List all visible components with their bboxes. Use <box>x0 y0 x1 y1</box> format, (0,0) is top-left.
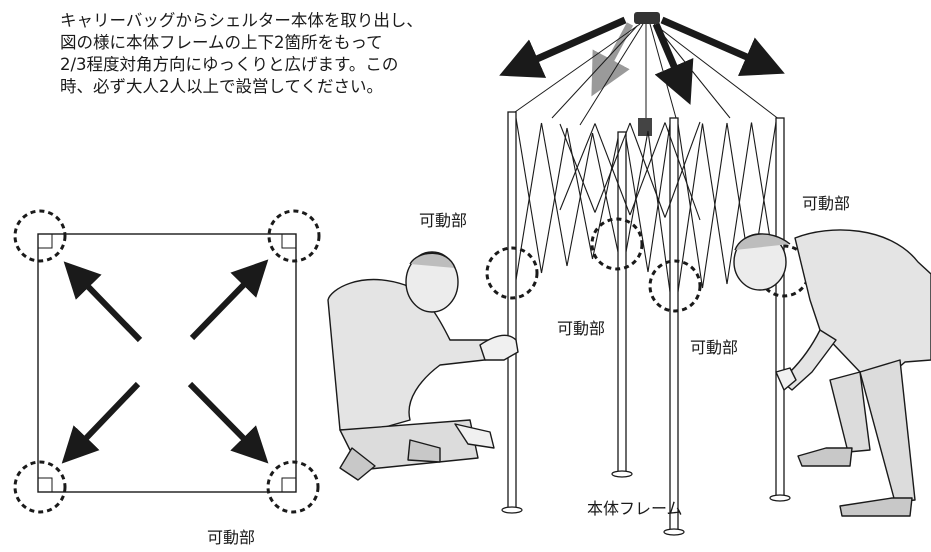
lattice-strut <box>677 123 704 293</box>
arrow-icon <box>189 259 269 341</box>
frame-outline <box>37 233 297 493</box>
lattice-strut <box>540 127 568 274</box>
arrow-icon <box>660 16 785 77</box>
arrow-icon <box>499 16 627 78</box>
movable-joint-circle <box>590 217 644 271</box>
movable-part-label-right: 可動部 <box>802 194 851 213</box>
lattice-strut <box>629 122 666 216</box>
top-view-diagram <box>13 209 321 514</box>
lattice-strut <box>726 122 753 285</box>
lattice-strut <box>559 123 596 213</box>
person-right-figure <box>733 229 931 517</box>
center-bracket <box>638 118 652 136</box>
lattice-strut <box>559 123 596 211</box>
instruction-line-2: 図の様に本体フレームの上下2箇所をもって <box>60 33 383 52</box>
instruction-line-4: 時、必ず大人2人以上で設営してください。 <box>60 77 384 96</box>
frame-label: 本体フレーム <box>587 499 683 518</box>
person-left-figure <box>327 251 519 481</box>
lattice-strut <box>515 122 543 281</box>
movable-part-label-bottom: 可動部 <box>207 528 256 547</box>
movable-part-label-left: 可動部 <box>419 211 468 230</box>
instruction-line-3: 2/3程度対角方向にゆっくりと広げます。この <box>60 55 399 74</box>
lattice-strut <box>647 123 671 273</box>
lattice-strut <box>625 130 649 253</box>
movable-joint-circle <box>267 209 321 263</box>
lattice-strut <box>664 121 701 218</box>
movable-part-label-center-left: 可動部 <box>557 319 606 338</box>
arrow-icon <box>61 381 141 464</box>
corner-marks <box>38 234 296 492</box>
lattice-strut <box>625 137 649 273</box>
arrow-icon <box>187 381 269 464</box>
lattice-strut <box>701 122 728 289</box>
lattice-strut <box>594 122 631 213</box>
lattice-strut <box>515 117 543 274</box>
movable-part-label-center-right: 可動部 <box>690 338 739 357</box>
arrow-icon <box>652 22 694 105</box>
lattice-strut <box>566 127 594 260</box>
arrow-icon <box>63 261 143 343</box>
lattice-strut <box>591 132 619 253</box>
apex-hub <box>634 12 660 24</box>
lattice-strut <box>540 122 568 267</box>
movable-joint-circle <box>13 209 67 263</box>
lattice-strut <box>591 137 619 260</box>
movable-joint-circle <box>266 460 320 514</box>
movable-joint-circle <box>485 246 539 300</box>
movable-joint-circle <box>13 460 67 514</box>
instruction-line-1: キャリーバッグからシェルター本体を取り出し、 <box>60 11 423 30</box>
movable-joint-circle <box>648 259 702 313</box>
arrow-icon <box>591 22 634 97</box>
tent-frame <box>485 12 811 536</box>
lattice-strut <box>566 132 594 267</box>
instruction-text: キャリーバッグからシェルター本体を取り出し、 図の様に本体フレームの上下2箇所を… <box>60 10 460 98</box>
